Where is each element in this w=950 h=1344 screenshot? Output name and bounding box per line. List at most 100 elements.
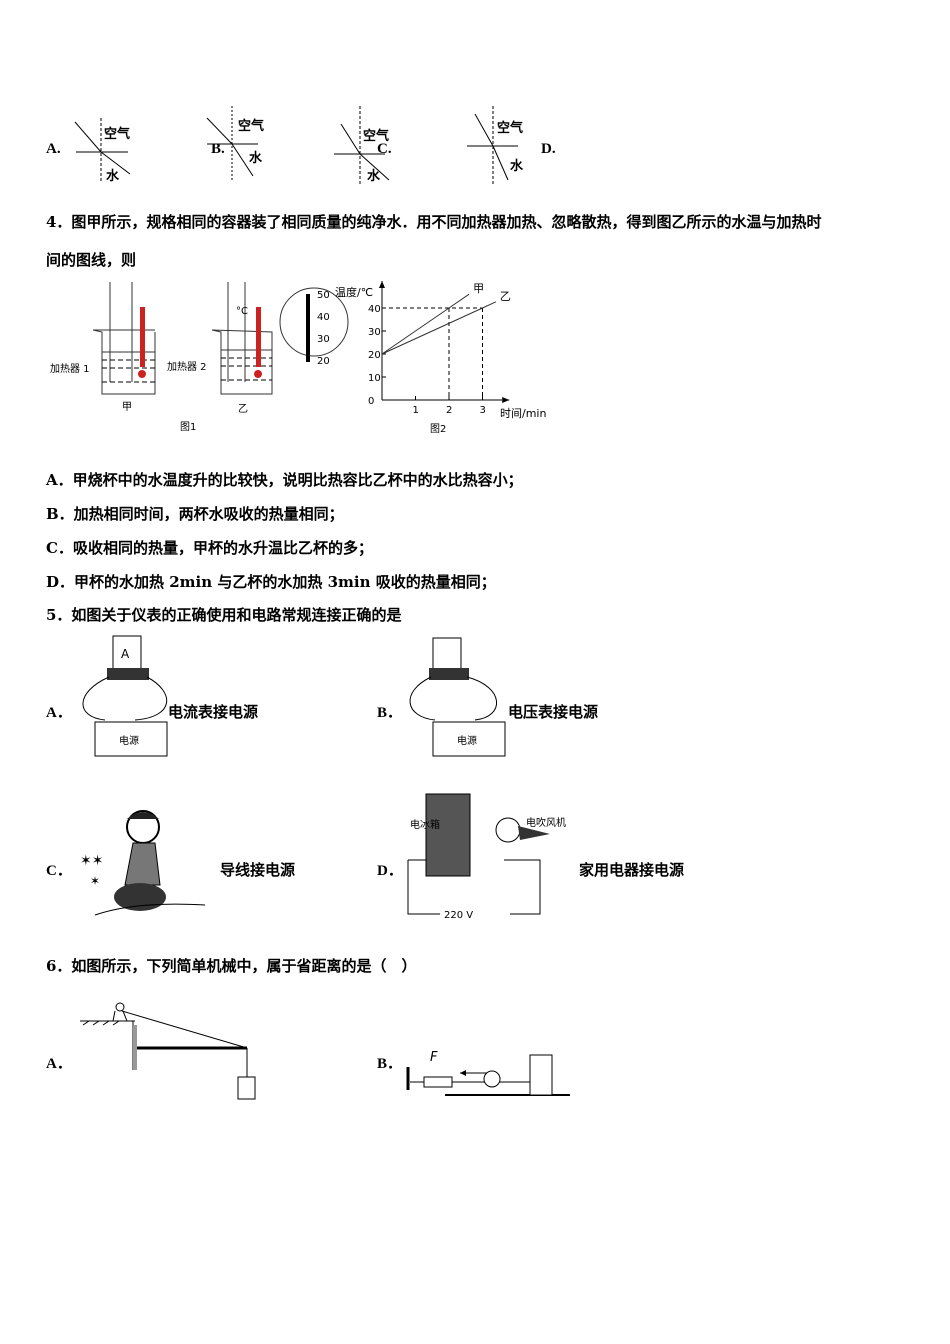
celsius-bubble: °C bbox=[236, 306, 248, 317]
light-ray bbox=[492, 145, 509, 181]
pulley-icon bbox=[483, 1070, 501, 1088]
battery-label: 电源 bbox=[457, 734, 477, 747]
y-tick-label: 10 bbox=[368, 373, 381, 384]
q5-option-a-label: 电流表接电源 bbox=[168, 703, 259, 721]
q4-option-c[interactable]: C．吸收相同的热量，甲杯的水升温比乙杯的多； bbox=[46, 539, 373, 557]
scale-tick: 40 bbox=[317, 312, 330, 323]
q5-option-d-label: 家用电器接电源 bbox=[579, 861, 685, 879]
light-ray bbox=[74, 121, 102, 153]
wire bbox=[94, 903, 206, 916]
beaker-jia bbox=[92, 329, 156, 395]
figure-2-caption: 图2 bbox=[430, 423, 446, 435]
air-label: 空气 bbox=[238, 118, 264, 134]
air-label: 空气 bbox=[497, 120, 523, 136]
thermometer-magnifier bbox=[279, 287, 349, 357]
battery-icon bbox=[94, 721, 168, 757]
appliances-circuit-illustration: 电冰箱 电吹风机 220 V bbox=[407, 793, 566, 921]
series-label: 乙 bbox=[500, 290, 511, 303]
thermometer-jia bbox=[140, 307, 145, 367]
q4-option-b[interactable]: B．加热相同时间，两杯水吸收的热量相同； bbox=[46, 505, 344, 523]
light-ray bbox=[231, 143, 254, 177]
series-line-yi bbox=[381, 301, 497, 355]
hair-dryer-icon bbox=[495, 817, 521, 843]
block-icon bbox=[529, 1054, 553, 1096]
q5-option-a-letter[interactable]: A． bbox=[46, 705, 72, 721]
water-label: 水 bbox=[510, 158, 524, 174]
voltage-label: 220 V bbox=[444, 910, 473, 921]
figure-1-caption: 图1 bbox=[180, 421, 196, 433]
light-ray bbox=[340, 123, 361, 155]
scale-tick: 20 bbox=[317, 356, 330, 367]
thermometer-yi bbox=[256, 307, 261, 367]
air-label: 空气 bbox=[104, 126, 130, 142]
y-tick-label: 40 bbox=[368, 304, 381, 315]
q4-figure-1: 加热器 1 加热器 2 甲 乙 图1 °C 50 40 30 20 bbox=[50, 282, 349, 433]
spark-icon: ✶ bbox=[90, 874, 100, 888]
water-label: 水 bbox=[106, 168, 120, 184]
x-tick-label: 2 bbox=[446, 405, 452, 416]
q5-option-b-label: 电压表接电源 bbox=[508, 703, 599, 721]
q5-option-d-letter[interactable]: D． bbox=[377, 863, 403, 879]
weight-block bbox=[237, 1076, 256, 1100]
q5-option-c-letter[interactable]: C． bbox=[46, 863, 72, 879]
q5-stem: 5．如图关于仪表的正确使用和电路常规连接正确的是 bbox=[46, 606, 402, 624]
battery-icon bbox=[432, 721, 506, 757]
beaker-yi bbox=[211, 329, 273, 395]
q4-temperature-time-chart: 温度/℃ 时间/min 图2 0 10 20 30 40 1 2 3 甲乙 bbox=[335, 281, 546, 435]
q5-option-c-label: 导线接电源 bbox=[220, 861, 296, 879]
circuit-wire bbox=[407, 859, 541, 915]
cable bbox=[121, 1010, 248, 1049]
y-tick-label: 0 bbox=[368, 396, 374, 407]
light-ray bbox=[100, 151, 131, 175]
boom-crane-illustration bbox=[80, 1002, 256, 1100]
water-label: 水 bbox=[367, 168, 381, 184]
wire bbox=[82, 676, 167, 721]
pulley-spring-scale-illustration: F bbox=[406, 1050, 570, 1096]
q3-option-d-letter[interactable]: D. bbox=[541, 141, 556, 157]
q5-option-b-letter[interactable]: B． bbox=[377, 705, 403, 721]
fridge-label: 电冰箱 bbox=[410, 818, 440, 831]
voltmeter-icon bbox=[432, 637, 462, 673]
y-tick-label: 30 bbox=[368, 327, 381, 338]
hair-dryer-label: 电吹风机 bbox=[526, 816, 566, 829]
beaker-yi-label: 乙 bbox=[238, 403, 248, 415]
battery-icon bbox=[114, 883, 166, 911]
spring-scale-icon bbox=[423, 1076, 453, 1088]
ammeter-battery-illustration: A 电源 bbox=[82, 635, 168, 757]
q3-option-b-letter[interactable]: B. bbox=[211, 141, 225, 157]
battery-label: 电源 bbox=[119, 734, 139, 747]
chart-marks: 0 10 20 30 40 1 2 3 甲乙 bbox=[368, 281, 511, 416]
ammeter-icon bbox=[112, 635, 142, 673]
scale-tick: 30 bbox=[317, 334, 330, 345]
force-label: F bbox=[430, 1050, 438, 1065]
heater-1-label: 加热器 1 bbox=[50, 362, 90, 375]
light-ray bbox=[474, 113, 494, 147]
chart-x-axis-label: 时间/min bbox=[500, 407, 546, 420]
light-ray bbox=[206, 117, 233, 145]
series-line-jia bbox=[381, 293, 470, 355]
x-tick-label: 3 bbox=[480, 405, 486, 416]
y-tick-label: 20 bbox=[368, 350, 381, 361]
ammeter-symbol: A bbox=[121, 647, 130, 661]
q3-option-a-letter[interactable]: A. bbox=[46, 141, 61, 157]
q4-option-d[interactable]: D．甲杯的水加热 2min 与乙杯的水加热 3min 吸收的热量相同； bbox=[46, 573, 496, 591]
q4-stem-line2: 间的图线，则 bbox=[46, 251, 137, 269]
wire bbox=[409, 676, 497, 721]
q6-option-a-letter[interactable]: A． bbox=[46, 1056, 72, 1072]
chart-y-axis-label: 温度/℃ bbox=[335, 285, 373, 299]
beaker-jia-label: 甲 bbox=[122, 402, 132, 413]
water-label: 水 bbox=[249, 150, 263, 166]
voltmeter-battery-illustration: 电源 bbox=[409, 637, 506, 757]
x-tick-label: 1 bbox=[413, 405, 419, 416]
q6-option-b-letter[interactable]: B． bbox=[377, 1056, 403, 1072]
light-ray bbox=[359, 153, 390, 181]
q6-stem: 6．如图所示，下列简单机械中，属于省距离的是（ ） bbox=[46, 957, 417, 975]
q4-option-a[interactable]: A．甲烧杯中的水温度升的比较快，说明比热容比乙杯中的水比热容小； bbox=[46, 471, 523, 489]
series-label: 甲 bbox=[473, 282, 484, 295]
q3-option-c-letter[interactable]: C. bbox=[377, 141, 392, 157]
person-shorting-battery-illustration: ✶✶✶ bbox=[80, 810, 206, 916]
q3-refraction-diagrams: 空气 水 空气 水 空气 水 空气 水 bbox=[74, 106, 524, 186]
x-axis-arrow-icon bbox=[502, 397, 510, 403]
q4-stem-line1: 4．图甲所示，规格相同的容器装了相同质量的纯净水．用不同加热器加热、忽略散热，得… bbox=[46, 213, 822, 231]
